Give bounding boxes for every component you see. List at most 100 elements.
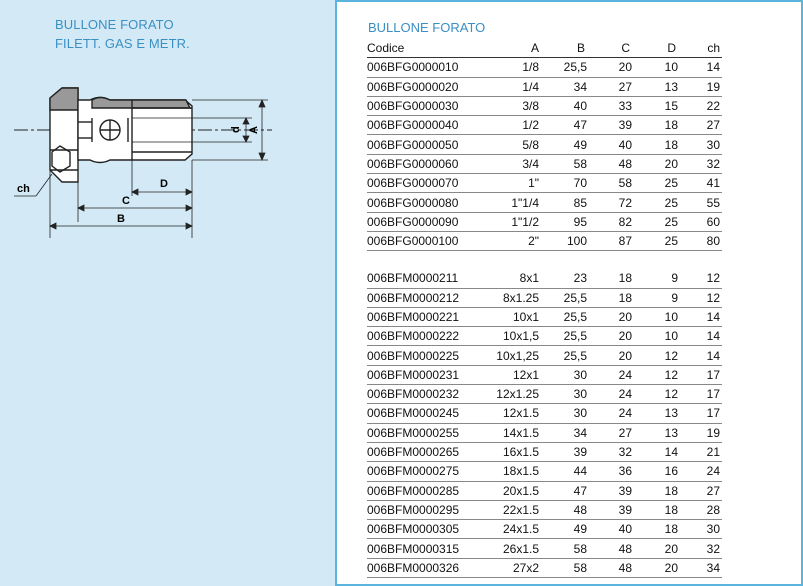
cell-c: 40 — [587, 519, 632, 540]
cell-c: 20 — [587, 307, 632, 328]
dim-b-label: B — [117, 213, 125, 225]
header-a: A — [481, 39, 539, 59]
cell-ch: 30 — [678, 519, 722, 540]
cell-ch: 14 — [678, 307, 722, 328]
table-title: BULLONE FORATO — [368, 20, 486, 35]
cell-b: 49 — [539, 134, 587, 155]
cell-ch: 17 — [678, 365, 722, 386]
cell-codice: 006BFG0000050 — [367, 134, 481, 155]
table-header-row: Codice A B C D ch — [367, 39, 722, 59]
cell-c: 18 — [587, 288, 632, 308]
cell-d: 18 — [632, 115, 678, 136]
cell-d: 12 — [632, 365, 678, 386]
cell-codice: 006BFM0000221 — [367, 307, 481, 328]
cell-ch: 60 — [678, 212, 722, 232]
cell-a: 12x1.5 — [481, 403, 539, 424]
cell-ch: 22 — [678, 96, 722, 117]
cell-a: 1"1/4 — [481, 192, 539, 213]
cell-c: 48 — [587, 538, 632, 559]
cell-b: 47 — [539, 481, 587, 501]
cell-ch: 28 — [678, 500, 722, 521]
cell-d: 12 — [632, 345, 678, 366]
cell-b: 44 — [539, 461, 587, 482]
cell-codice: 006BFM0000222 — [367, 326, 481, 347]
cell-b: 23 — [539, 269, 587, 289]
cell-a: 1/2 — [481, 115, 539, 136]
cell-a: 1"1/2 — [481, 212, 539, 232]
cell-ch: 80 — [678, 231, 722, 252]
cell-codice: 006BFM0000211 — [367, 269, 481, 289]
cell-b: 47 — [539, 115, 587, 136]
cell-ch: 14 — [678, 326, 722, 347]
cell-b: 30 — [539, 384, 587, 405]
cell-c: 39 — [587, 481, 632, 501]
cell-ch: 12 — [678, 288, 722, 308]
cell-c: 20 — [587, 326, 632, 347]
cell-a: 18x1.5 — [481, 461, 539, 482]
cell-b: 70 — [539, 173, 587, 194]
cell-d: 20 — [632, 538, 678, 559]
cell-ch: 30 — [678, 134, 722, 155]
cell-a: 2" — [481, 231, 539, 252]
cell-b: 30 — [539, 365, 587, 386]
cell-b: 49 — [539, 519, 587, 540]
header-ch: ch — [678, 39, 722, 59]
cell-d: 25 — [632, 212, 678, 232]
cell-b: 39 — [539, 442, 587, 463]
cell-ch: 24 — [678, 461, 722, 482]
cell-c: 24 — [587, 365, 632, 386]
cell-c: 33 — [587, 96, 632, 117]
cell-a: 24x1.5 — [481, 519, 539, 540]
cell-a: 1/4 — [481, 77, 539, 97]
cell-c: 24 — [587, 384, 632, 405]
cell-a: 27x2 — [481, 558, 539, 579]
header-codice: Codice — [367, 39, 481, 59]
cell-codice: 006BFM0000285 — [367, 481, 481, 501]
cell-c: 36 — [587, 461, 632, 482]
cell-a: 26x1.5 — [481, 538, 539, 559]
cell-ch: 32 — [678, 538, 722, 559]
cell-b: 25,5 — [539, 326, 587, 347]
cell-a: 8x1.25 — [481, 288, 539, 308]
cell-d: 20 — [632, 154, 678, 175]
cell-ch: 55 — [678, 192, 722, 213]
cell-ch: 14 — [678, 345, 722, 366]
cell-d: 9 — [632, 269, 678, 289]
cell-a: 12x1 — [481, 365, 539, 386]
cell-d: 13 — [632, 423, 678, 443]
cell-c: 27 — [587, 423, 632, 443]
group-spacer-cell — [367, 251, 722, 270]
cell-c: 24 — [587, 403, 632, 424]
cell-a: 12x1.25 — [481, 384, 539, 405]
cell-codice: 006BFG0000100 — [367, 231, 481, 252]
header-b: B — [539, 39, 587, 59]
cell-ch: 19 — [678, 423, 722, 443]
cell-a: 8x1 — [481, 269, 539, 289]
cell-c: 20 — [587, 345, 632, 366]
cell-ch: 41 — [678, 173, 722, 194]
cell-b: 100 — [539, 231, 587, 252]
dim-d-upper-label: D — [160, 178, 168, 190]
cell-d: 10 — [632, 326, 678, 347]
cell-b: 25,5 — [539, 345, 587, 366]
cell-d: 18 — [632, 519, 678, 540]
cell-codice: 006BFM0000315 — [367, 538, 481, 559]
cell-d: 13 — [632, 77, 678, 97]
cell-ch: 27 — [678, 481, 722, 501]
